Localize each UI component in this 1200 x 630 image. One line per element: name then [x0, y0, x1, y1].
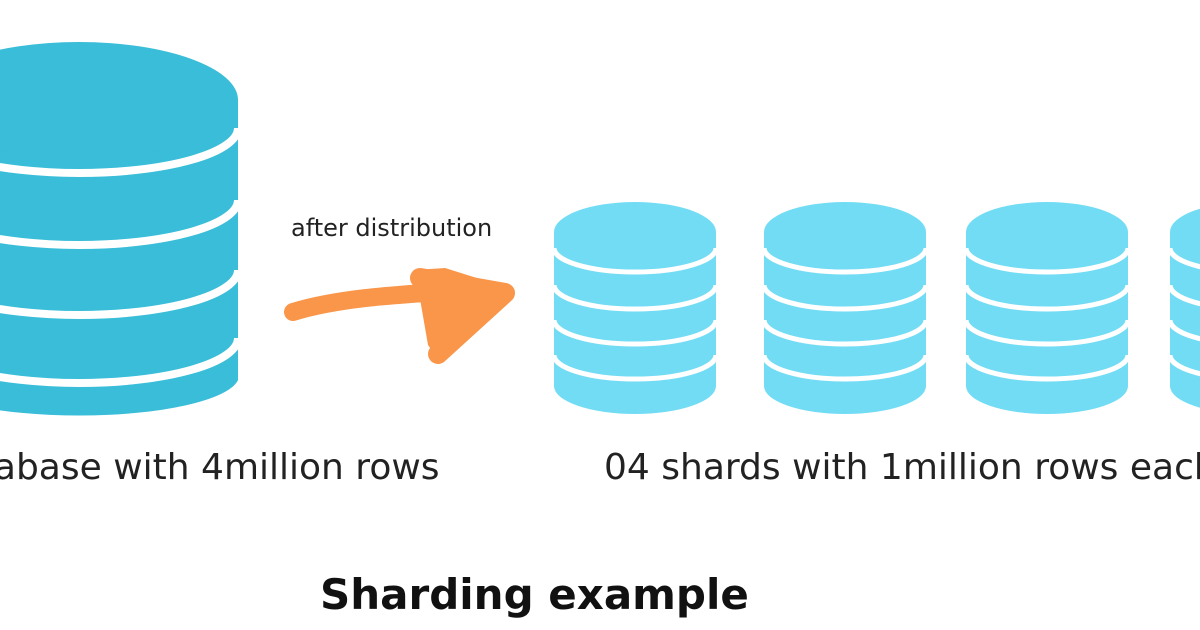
arrow-label: after distribution — [291, 214, 493, 242]
source-database-icon — [0, 42, 242, 416]
shards-label: 04 shards with 1million rows each — [604, 447, 1200, 488]
shard-2-database-icon — [761, 202, 929, 414]
shard-1-database-icon — [551, 202, 719, 414]
right-arrow-icon — [284, 268, 515, 364]
shard-3-database-icon — [963, 202, 1131, 414]
source-database-label: Database with 4million rows — [0, 447, 440, 488]
diagram-title: Sharding example — [320, 570, 749, 619]
shard-4-database-icon — [1167, 208, 1200, 408]
